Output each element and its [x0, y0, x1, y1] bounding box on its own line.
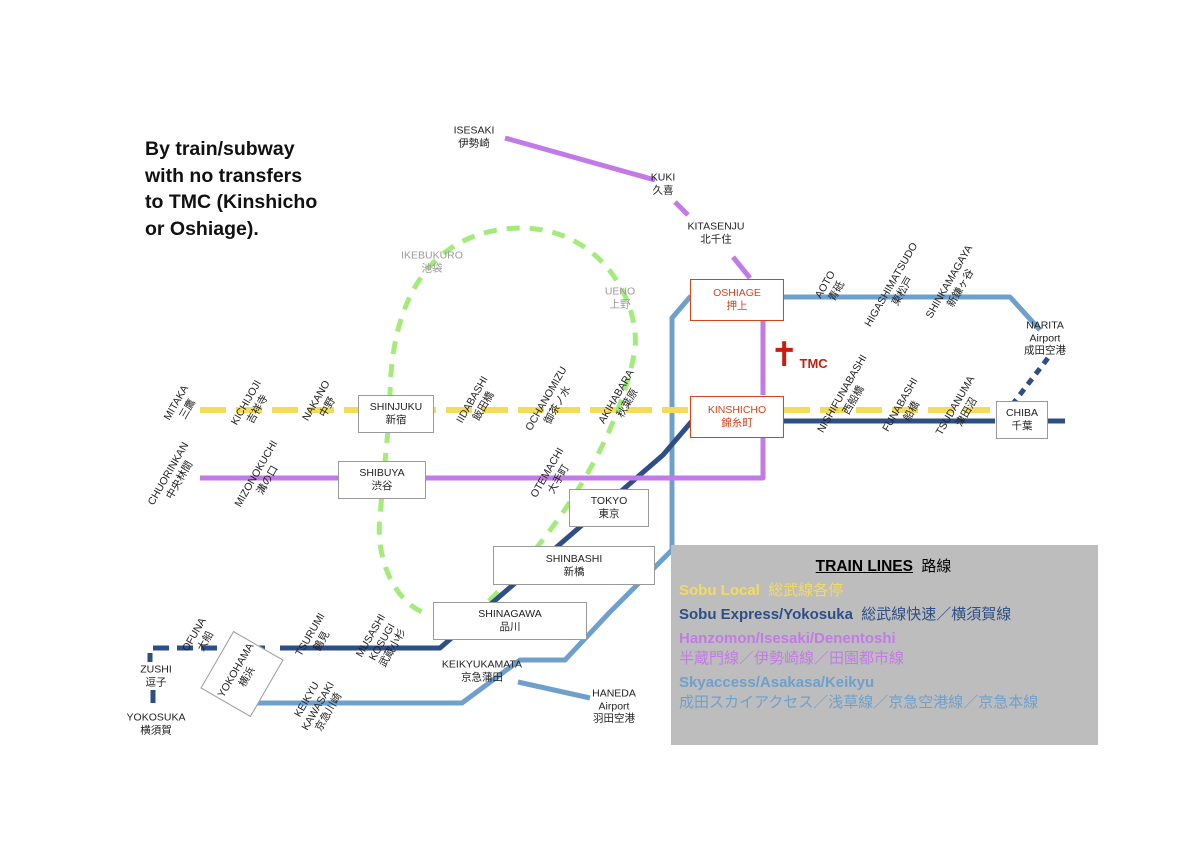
- hanzomon-line-kitasenju: [731, 255, 752, 280]
- yamanote-line: [387, 225, 638, 607]
- legend-row-sobu-express: Sobu Express/Yokosuka 総武線快速／横須賀線: [679, 606, 1012, 623]
- cross-icon: ✝: [770, 336, 799, 374]
- hanzomon-line: [504, 135, 656, 183]
- tmc-marker: ✝ TMC: [770, 338, 828, 372]
- legend-title: TRAIN LINES 路線: [815, 558, 952, 575]
- legend-row-sobu-local: Sobu Local 総武線各停: [679, 582, 844, 599]
- hanzomon-line-kuki: [673, 200, 690, 217]
- haneda-branch: [517, 679, 591, 701]
- yamanote-line-west: [376, 429, 424, 615]
- narita-dotted: [1010, 356, 1050, 407]
- legend: TRAIN LINES 路線 Sobu Local 総武線各停 Sobu Exp…: [671, 545, 1098, 745]
- tmc-label: TMC: [799, 356, 828, 371]
